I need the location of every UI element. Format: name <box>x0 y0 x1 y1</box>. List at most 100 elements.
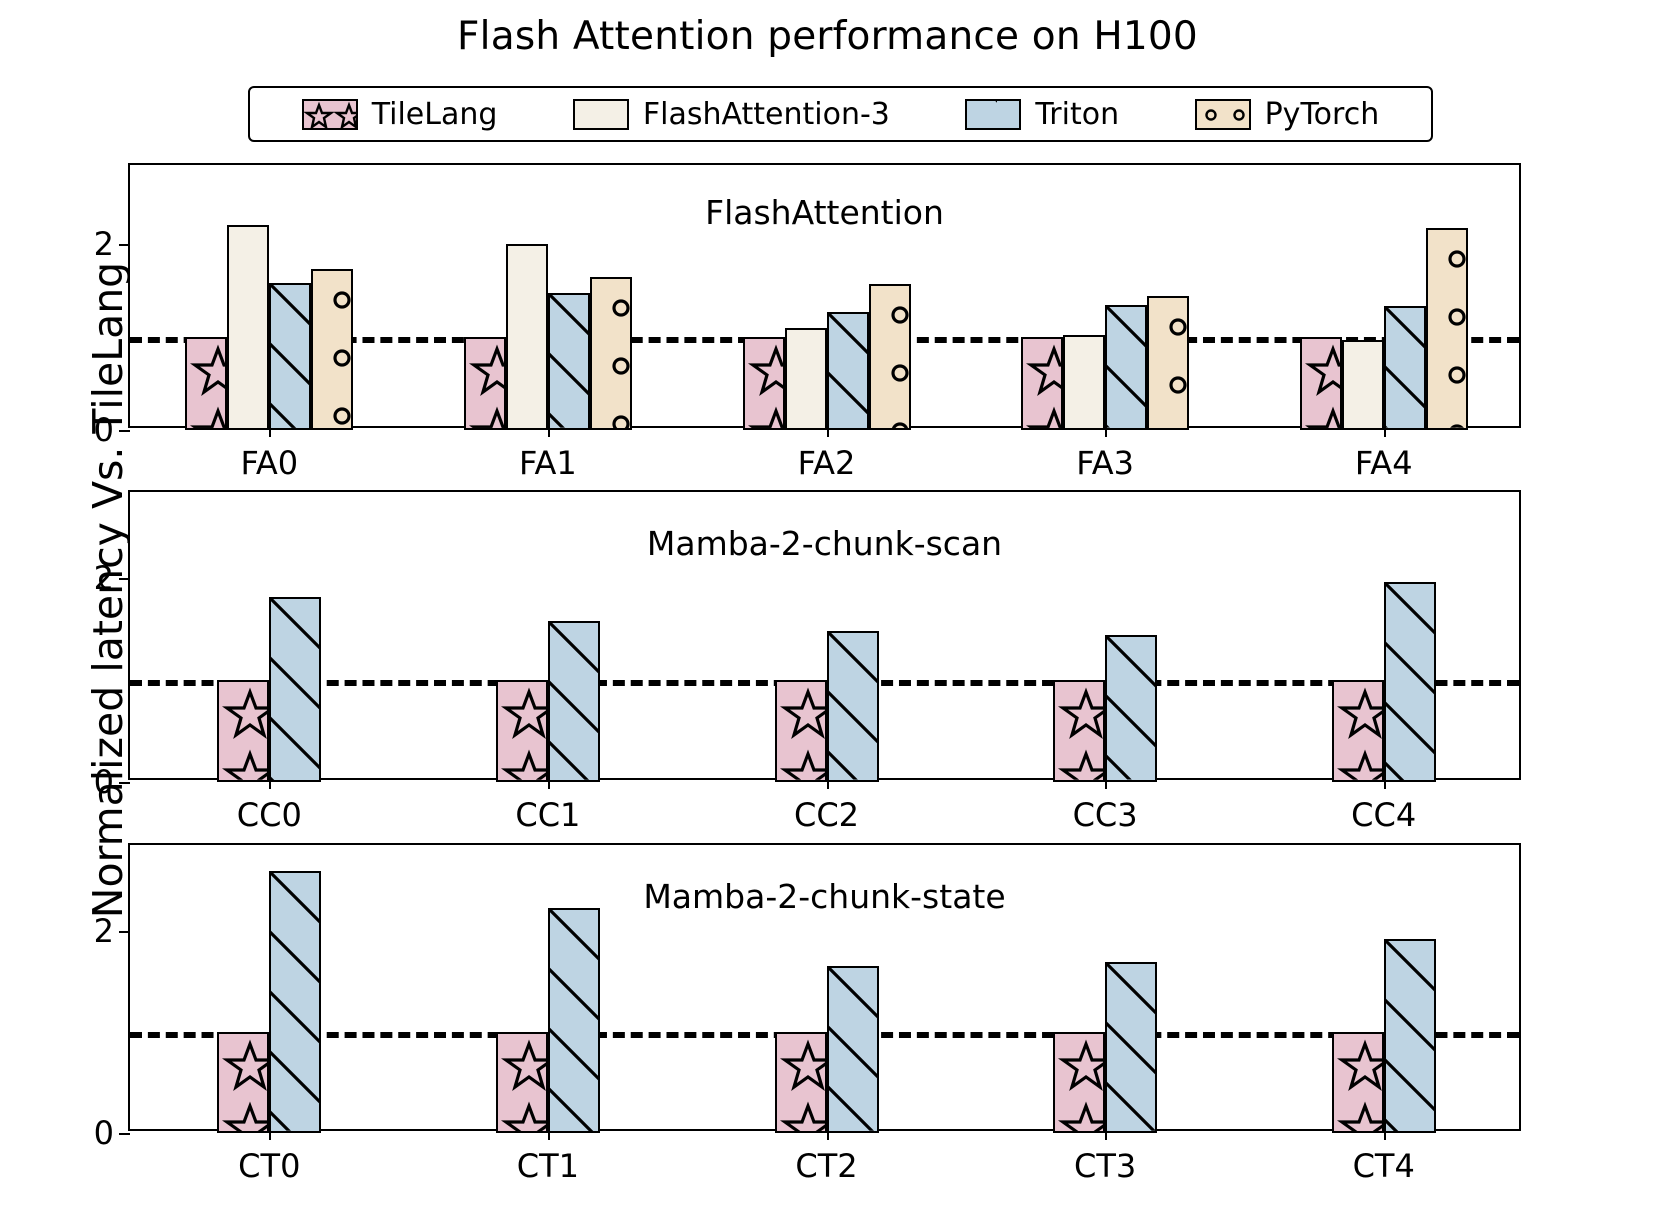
bar-fa2-flashattention-3 <box>784 327 827 430</box>
bar-cc1-triton <box>547 621 600 782</box>
x-tick <box>826 426 829 437</box>
x-tick <box>826 1129 829 1140</box>
x-tick <box>1105 426 1108 437</box>
bar-fa3-pytorch <box>1147 296 1190 430</box>
y-tick <box>119 782 130 784</box>
bar-fa0-pytorch <box>311 269 354 430</box>
y-tick <box>119 1133 130 1135</box>
bar-cc0-triton <box>269 596 322 782</box>
bar-ct4-triton <box>1383 938 1436 1133</box>
y-tick <box>119 930 130 933</box>
x-tick <box>1383 426 1386 437</box>
bar-ct4-tilelang <box>1331 1031 1384 1133</box>
legend-item-triton: Triton <box>965 97 1119 132</box>
bar-ct0-tilelang <box>217 1031 270 1133</box>
x-tick <box>1105 1129 1108 1140</box>
x-tick <box>826 778 829 789</box>
x-tick-label: FA3 <box>1076 444 1134 482</box>
x-tick-label: CC2 <box>793 796 860 834</box>
x-tick-label: CT4 <box>1352 1147 1415 1185</box>
bar-fa3-triton <box>1105 305 1148 430</box>
y-tick-label: 2 <box>93 911 114 950</box>
x-tick-label: CC0 <box>236 796 302 834</box>
bar-fa0-flashattention-3 <box>227 224 270 430</box>
x-tick-label: FA2 <box>797 444 856 482</box>
legend-item-tilelang: TileLang <box>301 96 498 132</box>
legend-label-flashattention-3: FlashAttention-3 <box>642 96 890 132</box>
bar-ct0-triton <box>269 871 322 1133</box>
x-tick <box>269 1129 272 1140</box>
y-tick-label: 2 <box>93 225 114 264</box>
bar-fa0-triton <box>269 283 312 430</box>
bar-fa1-triton <box>547 293 590 430</box>
bar-fa4-triton <box>1383 306 1426 430</box>
x-tick-label: FA0 <box>240 444 299 482</box>
bar-cc2-tilelang <box>774 680 827 782</box>
bar-fa3-tilelang <box>1021 337 1064 430</box>
y-tick-label: 0 <box>93 411 114 449</box>
bar-cc1-tilelang <box>495 680 548 782</box>
star-hatch-swatch <box>301 98 358 130</box>
x-tick-label: CC4 <box>1351 796 1417 834</box>
y-tick <box>119 244 130 247</box>
x-tick <box>269 426 272 437</box>
y-tick-label: 0 <box>93 763 114 801</box>
x-tick <box>1383 1129 1386 1140</box>
x-tick <box>547 426 550 437</box>
circle-hatch-swatch <box>1194 98 1251 130</box>
x-tick <box>1105 778 1108 789</box>
bar-ct3-triton <box>1105 962 1158 1133</box>
y-tick <box>119 578 130 581</box>
bar-ct1-tilelang <box>495 1031 548 1133</box>
legend-item-flashattention-3: FlashAttention-3 <box>572 96 890 132</box>
bar-fa4-tilelang <box>1299 337 1342 430</box>
x-tick-label: CT2 <box>795 1147 858 1185</box>
bar-fa4-pytorch <box>1425 228 1468 430</box>
diagonal-hatch-swatch <box>965 98 1022 130</box>
bar-fa4-flashattention-3 <box>1341 339 1384 430</box>
bar-fa2-triton <box>826 311 869 430</box>
bar-cc2-triton <box>826 631 879 782</box>
figure-title: Flash Attention performance on H100 <box>457 14 1198 59</box>
legend-label-tilelang: TileLang <box>371 96 498 132</box>
bar-cc4-tilelang <box>1331 680 1384 782</box>
bar-fa3-flashattention-3 <box>1063 335 1106 430</box>
x-tick <box>1383 778 1386 789</box>
legend-item-pytorch: PyTorch <box>1194 96 1380 132</box>
x-tick <box>547 1129 550 1140</box>
bar-ct1-triton <box>547 907 600 1133</box>
x-tick-label: CT3 <box>1073 1147 1137 1185</box>
legend-label-triton: Triton <box>1035 96 1120 132</box>
bar-fa1-tilelang <box>463 337 506 430</box>
bar-fa1-flashattention-3 <box>505 244 548 430</box>
x-tick-label: CT1 <box>516 1147 580 1185</box>
x-tick <box>547 778 550 789</box>
y-tick-label: 2 <box>93 559 114 598</box>
x-tick-label: CC1 <box>515 796 581 834</box>
bar-ct3-tilelang <box>1053 1031 1106 1133</box>
plain-swatch <box>572 98 629 130</box>
y-tick-label: 0 <box>93 1114 114 1152</box>
x-tick <box>269 778 272 789</box>
y-tick <box>119 430 130 432</box>
bar-fa0-tilelang <box>185 337 228 430</box>
bar-cc3-triton <box>1105 635 1158 782</box>
bar-ct2-triton <box>826 966 879 1133</box>
x-tick-label: FA4 <box>1354 444 1413 482</box>
bar-fa2-pytorch <box>868 284 911 430</box>
x-tick-label: FA1 <box>519 444 577 482</box>
bar-cc0-tilelang <box>217 680 270 782</box>
bar-cc4-triton <box>1383 581 1436 782</box>
x-tick-label: CT0 <box>238 1147 301 1185</box>
chart-legend: TileLang FlashAttention-3 Triton PyTorch <box>248 86 1433 142</box>
bar-fa1-pytorch <box>589 276 632 430</box>
legend-label-pytorch: PyTorch <box>1264 96 1380 132</box>
bar-cc3-tilelang <box>1053 680 1106 782</box>
